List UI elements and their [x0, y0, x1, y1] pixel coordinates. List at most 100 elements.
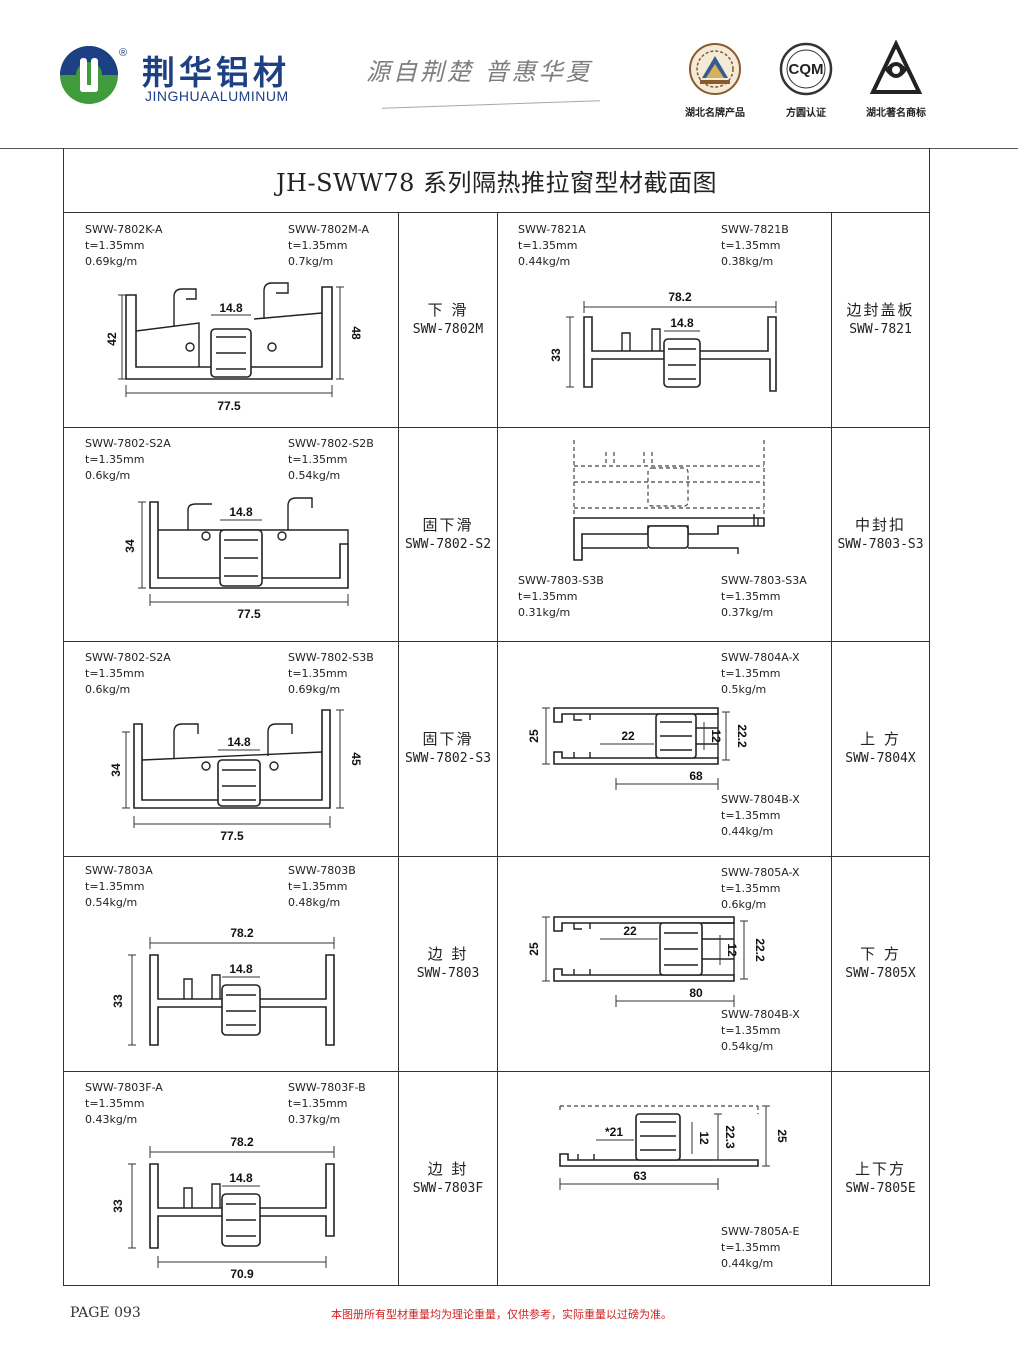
profile-spec-b: SWW-7803-S3A t=1.35mm 0.37kg/m — [721, 573, 807, 621]
profile-name: 边 封 — [427, 945, 469, 963]
dim-label: 42 — [105, 332, 119, 346]
profile-spec-b: SWW-7803F-B t=1.35mm 0.37kg/m — [288, 1080, 366, 1128]
profile-weight: 0.5kg/m — [721, 683, 767, 696]
profile-thickness: t=1.35mm — [85, 1097, 145, 1110]
profile-thickness: t=1.35mm — [518, 239, 578, 252]
profile-weight: 0.44kg/m — [518, 255, 571, 268]
dim-label: 22.3 — [723, 1125, 737, 1149]
dim-label: 70.9 — [230, 1267, 254, 1281]
cross-section-drawing: 14.8 34 45 77.5 — [108, 702, 368, 847]
registered-mark: ® — [119, 47, 128, 59]
profile-spec-a: SWW-7802-S2A t=1.35mm 0.6kg/m — [85, 436, 171, 484]
page-header: ® 荆华铝材 JINGHUAALUMINUM 源自荆楚 普惠华夏 湖北名牌产品 … — [0, 0, 1018, 148]
dim-label: 78.2 — [668, 290, 692, 304]
row-4-right-label: 下 方 SWW-7805X — [832, 857, 929, 1071]
column-divider — [831, 213, 832, 1285]
dim-label: 33 — [111, 1199, 125, 1213]
profile-series-code: SWW-7802-S3 — [404, 751, 492, 766]
row-5-left-label: 边 封 SWW-7803F — [399, 1072, 497, 1285]
row-4-right-cell: SWW-7805A-X t=1.35mm 0.6kg/m 25 22 12 22 — [498, 857, 831, 1071]
dim-label: 68 — [689, 769, 703, 783]
profile-code: SWW-7802M-A — [288, 223, 369, 236]
dim-label: 33 — [549, 348, 563, 362]
row-1-right-cell: SWW-7821A t=1.35mm 0.44kg/m SWW-7821B t=… — [498, 213, 831, 427]
profile-code: SWW-7804B-X — [721, 1008, 800, 1021]
cross-section-drawing: 25 22 12 22.2 80 — [514, 913, 814, 1017]
dim-label: 34 — [123, 539, 137, 553]
profile-spec-a: SWW-7804A-X t=1.35mm 0.5kg/m — [721, 650, 800, 698]
profile-weight: 0.6kg/m — [721, 898, 767, 911]
dim-label: 25 — [527, 942, 541, 956]
profile-name: 边 封 — [427, 1159, 469, 1178]
profile-weight: 0.54kg/m — [288, 469, 341, 482]
profile-code: SWW-7821A — [518, 223, 586, 236]
profile-weight: 0.31kg/m — [518, 606, 571, 619]
profile-spec-b: SWW-7802-S3B t=1.35mm 0.69kg/m — [288, 650, 374, 698]
column-divider — [398, 213, 399, 1285]
profile-spec-b: SWW-7802-S2B t=1.35mm 0.54kg/m — [288, 436, 374, 484]
brand-name-cn: 荆华铝材 — [142, 53, 290, 92]
profile-spec-b: SWW-7803B t=1.35mm 0.48kg/m — [288, 863, 356, 911]
slogan-underline — [382, 100, 600, 109]
profile-name: 上 方 — [860, 730, 901, 748]
profile-weight: 0.69kg/m — [85, 255, 138, 268]
profile-thickness: t=1.35mm — [288, 453, 348, 466]
profile-spec-a: SWW-7805A-X t=1.35mm 0.6kg/m — [721, 865, 800, 913]
row-2-left-label: 固下滑 SWW-7802-S2 — [399, 428, 497, 641]
profile-spec-b: SWW-7804B-X t=1.35mm 0.54kg/m — [721, 1007, 800, 1055]
profile-thickness: t=1.35mm — [85, 667, 145, 680]
row-1-right-label: 边封盖板 SWW-7821 — [832, 213, 929, 427]
profile-thickness: t=1.35mm — [288, 667, 348, 680]
profile-spec-a: SWW-7805A-E t=1.35mm 0.44kg/m — [721, 1224, 799, 1272]
row-3-left-label: 固下滑 SWW-7802-S3 — [399, 642, 497, 856]
profile-thickness: t=1.35mm — [721, 1241, 781, 1254]
profile-spec-b: SWW-7802M-A t=1.35mm 0.7kg/m — [288, 222, 369, 270]
profile-spec-b: SWW-7821B t=1.35mm 0.38kg/m — [721, 222, 789, 270]
dim-label: 12 — [709, 729, 723, 743]
dim-label: 14.8 — [229, 1171, 253, 1185]
profile-code: SWW-7821B — [721, 223, 789, 236]
cqm-certification-icon: CQM — [779, 42, 833, 96]
cross-section-drawing: 78.2 14.8 33 70.9 — [104, 1136, 364, 1281]
dim-label: 22.2 — [753, 938, 767, 962]
profile-weight: 0.69kg/m — [288, 683, 341, 696]
profile-code: SWW-7803-S3A — [721, 574, 807, 587]
profile-spec-a: SWW-7802K-A t=1.35mm 0.69kg/m — [85, 222, 163, 270]
dim-label: 14.8 — [229, 505, 253, 519]
dim-label: 80 — [689, 986, 703, 1000]
profile-weight: 0.38kg/m — [721, 255, 774, 268]
cqm-badge-text: CQM — [789, 61, 824, 78]
dim-label: 78.2 — [230, 926, 254, 940]
page-title: JH-SWW78 系列隔热推拉窗型材截面图 — [64, 148, 929, 213]
profile-name: 固下滑 — [422, 515, 474, 534]
profile-spec-a: SWW-7803F-A t=1.35mm 0.43kg/m — [85, 1080, 163, 1128]
profile-weight: 0.37kg/m — [721, 606, 774, 619]
cross-section-drawing: 14.8 34 77.5 — [112, 490, 362, 630]
dim-label: 12 — [725, 943, 739, 957]
cert-cqm: CQM 方圆认证 — [761, 40, 851, 119]
cross-section-drawing — [558, 436, 778, 566]
profile-series-code: SWW-7802M — [412, 322, 484, 337]
dim-label: 63 — [633, 1169, 647, 1183]
profile-weight: 0.44kg/m — [721, 1257, 774, 1270]
cert-hubei-brand: 湖北名牌产品 — [670, 40, 760, 119]
dim-label: 14.8 — [227, 735, 251, 749]
slogan: 源自荆楚 普惠华夏 — [366, 58, 593, 86]
row-3-right-label: 上 方 SWW-7804X — [832, 642, 929, 856]
row-5-right-cell: *21 12 22.3 25 63 SWW-7805A-E t=1.35mm 0… — [498, 1072, 831, 1285]
dim-label: 12 — [697, 1131, 711, 1145]
profile-thickness: t=1.35mm — [288, 239, 348, 252]
profile-weight: 0.44kg/m — [721, 825, 774, 838]
column-divider — [497, 213, 498, 1285]
dim-label: 77.5 — [217, 399, 241, 413]
profile-series-code: SWW-7804X — [845, 751, 916, 766]
dim-label: 14.8 — [219, 301, 243, 315]
profile-code: SWW-7805A-X — [721, 866, 800, 879]
cross-section-drawing: 25 22 12 22.2 68 — [514, 700, 814, 800]
profile-weight: 0.54kg/m — [721, 1040, 774, 1053]
profile-spec-b: SWW-7804B-X t=1.35mm 0.44kg/m — [721, 792, 800, 840]
row-2-left-cell: SWW-7802-S2A t=1.35mm 0.6kg/m SWW-7802-S… — [64, 428, 398, 641]
dim-label: 34 — [109, 763, 123, 777]
profile-series-code: SWW-7803-S3 — [837, 536, 924, 552]
profile-spec-a: SWW-7803A t=1.35mm 0.54kg/m — [85, 863, 153, 911]
